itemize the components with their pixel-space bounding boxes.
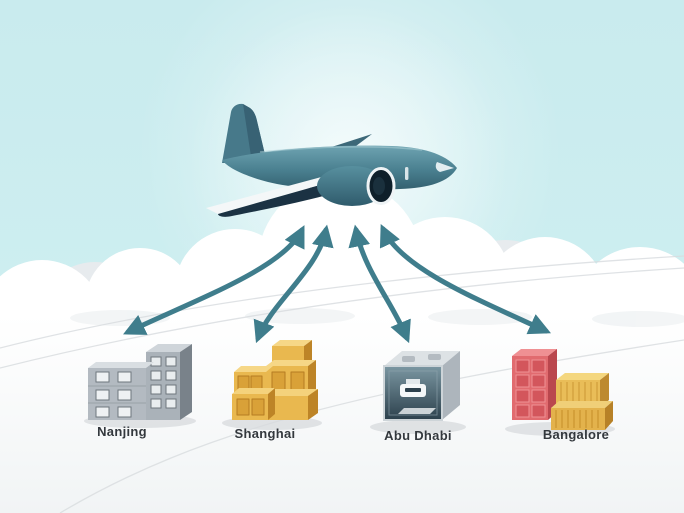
airplane-icon	[206, 103, 457, 217]
tail-facet	[243, 104, 267, 163]
freight-cube-icon	[383, 351, 460, 421]
printer-lid	[406, 379, 420, 384]
city-icons	[84, 340, 615, 436]
printer-tray	[398, 408, 436, 414]
city-label-abudhabi: Abu Dhabi	[384, 428, 452, 443]
wing-highlight	[206, 172, 352, 214]
route-arrow-shanghai	[253, 224, 334, 344]
cargo-crates-icon	[232, 340, 318, 420]
city-label-nanjing: Nanjing	[97, 424, 147, 439]
engine	[317, 166, 396, 206]
city-label-shanghai: Shanghai	[234, 426, 296, 441]
route-arrow-bangalore	[379, 224, 551, 335]
shipping-containers-icon	[512, 349, 613, 430]
cockpit-window	[435, 162, 454, 172]
city-buildings-icon	[88, 344, 192, 420]
city-label-bangalore: Bangalore	[542, 427, 610, 442]
route-arrows	[123, 224, 551, 344]
cabin-door	[405, 167, 409, 180]
